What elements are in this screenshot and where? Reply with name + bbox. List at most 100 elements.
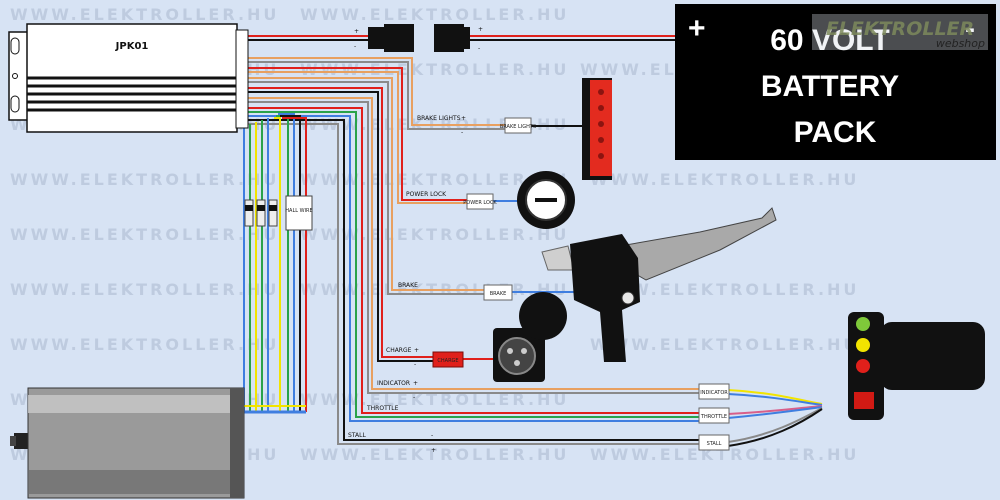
charge-wire-minus <box>248 91 434 362</box>
mount-slot <box>10 37 20 55</box>
throttle-wire <box>248 107 700 414</box>
indicator-red-light <box>856 359 870 373</box>
connector-band <box>245 205 253 211</box>
stall-label: STALL <box>348 432 366 439</box>
hall-connector <box>244 199 254 227</box>
indicator-connector <box>698 383 730 400</box>
throttle-bundle-wire <box>727 405 823 415</box>
watermark-text: WWW.ELEKTROLLER.HU <box>300 60 569 79</box>
key-lock <box>517 171 575 229</box>
controller: JPK01 <box>8 23 249 133</box>
hall-wire-connector-label: HALL WIRE <box>285 208 312 214</box>
throttle-wire <box>248 111 700 418</box>
hall-connector <box>268 199 278 227</box>
brake-lights-minus: - <box>461 129 463 136</box>
battery-label-line3: PACK <box>794 116 877 149</box>
indicator-connector-label: INDICATOR <box>700 390 728 396</box>
charge-plus: + <box>414 347 419 354</box>
stall-minus: - <box>431 432 433 439</box>
wire-labels: BRAKE LIGHTS + - POWER LOCK BRAKE CHARGE… <box>348 115 466 454</box>
hall-wire <box>280 115 301 412</box>
indicator-green-light <box>856 317 870 331</box>
brake-lever-body <box>570 234 640 362</box>
brake-lights-label: BRAKE LIGHTS <box>417 115 461 122</box>
hall-wire <box>282 117 307 412</box>
watermark-text: WWW.ELEKTROLLER.HU <box>300 225 569 244</box>
brake-lights-plus: + <box>461 115 466 122</box>
socket-pin <box>521 348 527 354</box>
battery-minus-terminal: - <box>965 12 975 45</box>
brake-lights-wire-plus <box>248 57 505 126</box>
brake-lever <box>541 207 777 362</box>
power-lock-wire <box>248 67 468 201</box>
controller-wire-outlet <box>235 29 249 129</box>
brake-connector <box>483 284 513 301</box>
stall-connector <box>698 434 730 451</box>
brake-light-leds <box>598 89 604 159</box>
battery-voltage: 60 VOLT <box>770 24 889 57</box>
power-connector-plus-left: + <box>354 28 359 35</box>
motor-highlight <box>28 395 244 413</box>
power-connector-right-housing <box>464 27 470 49</box>
power-connector-left-body <box>384 24 414 52</box>
stall-bundle-wire <box>727 407 823 443</box>
motor-shaft <box>14 433 28 449</box>
charge-socket-face <box>498 337 536 375</box>
motor-end-cap <box>230 388 244 498</box>
motor-shaft-gear <box>10 436 16 446</box>
throttle-button <box>854 392 874 409</box>
indicator-bundle-wire <box>727 389 823 405</box>
watermark-text: WWW.ELEKTROLLER.HU <box>590 445 859 464</box>
throttle-connector <box>698 407 730 424</box>
brake-label: BRAKE <box>398 282 418 289</box>
power-lock-connector <box>466 193 494 210</box>
power-connector: + - + - <box>354 24 483 52</box>
watermark-text: WWW.ELEKTROLLER.HU <box>10 225 279 244</box>
brake-lever-blade <box>619 207 777 281</box>
watermark-text: WWW.ELEKTROLLER.HU <box>10 170 279 189</box>
logo-sub: webshop <box>936 37 985 50</box>
brake-wire <box>248 81 485 295</box>
mount-slot <box>10 95 20 113</box>
brake-light-lens <box>590 80 612 176</box>
watermark-text: WWW.ELEKTROLLER.HU <box>300 5 569 24</box>
indicator-bundle-wire <box>727 393 823 406</box>
brake-lever-pivot <box>621 291 635 305</box>
connector-band <box>257 205 265 211</box>
motor <box>10 387 245 499</box>
battery-plus-terminal: + <box>688 12 706 45</box>
charge-wire-plus <box>248 87 434 358</box>
stall-plus: + <box>431 447 436 454</box>
charge-socket <box>493 292 567 382</box>
battery-label-line2: BATTERY <box>761 70 899 103</box>
stall-wire <box>248 119 700 441</box>
throttle-bundle-wire <box>727 406 823 419</box>
watermark-text: WWW.ELEKTROLLER.HU <box>300 445 569 464</box>
hall-wire-connector <box>285 195 313 231</box>
indicator-minus: - <box>413 394 415 401</box>
brake-lights-connector <box>504 117 532 134</box>
charge-connector-label: CHARGE <box>437 358 458 364</box>
throttle-connector-label: THROTTLE <box>700 414 727 420</box>
stall-bundle-wire <box>727 408 823 447</box>
power-connector-minus-left: - <box>354 43 356 50</box>
key-slot-icon <box>535 198 557 202</box>
wires <box>242 35 823 447</box>
watermark-text: WWW.ELEKTROLLER.HU <box>300 390 569 409</box>
hall-wire <box>276 115 289 412</box>
brake-lever-clamp <box>541 245 575 271</box>
wire-connectors: BRAKE LIGHTS POWER LOCK BRAKE CHARGE IND… <box>432 117 730 451</box>
logo-backdrop <box>812 14 988 50</box>
charge-minus: - <box>414 361 416 368</box>
indicator-yellow-light <box>856 338 870 352</box>
hall-connectors: HALL WIRE <box>244 195 313 231</box>
throttle-unit <box>848 312 985 420</box>
power-connector-minus-right: - <box>478 45 480 52</box>
watermark-text: WWW.ELEKTROLLER.HU <box>590 335 859 354</box>
brake-lights-wire-minus <box>248 61 505 130</box>
motor-shadow <box>28 470 244 494</box>
indicator-wire <box>248 97 700 390</box>
logo-brand: ELEKTROLLER <box>826 18 974 40</box>
connector-band <box>269 205 277 211</box>
